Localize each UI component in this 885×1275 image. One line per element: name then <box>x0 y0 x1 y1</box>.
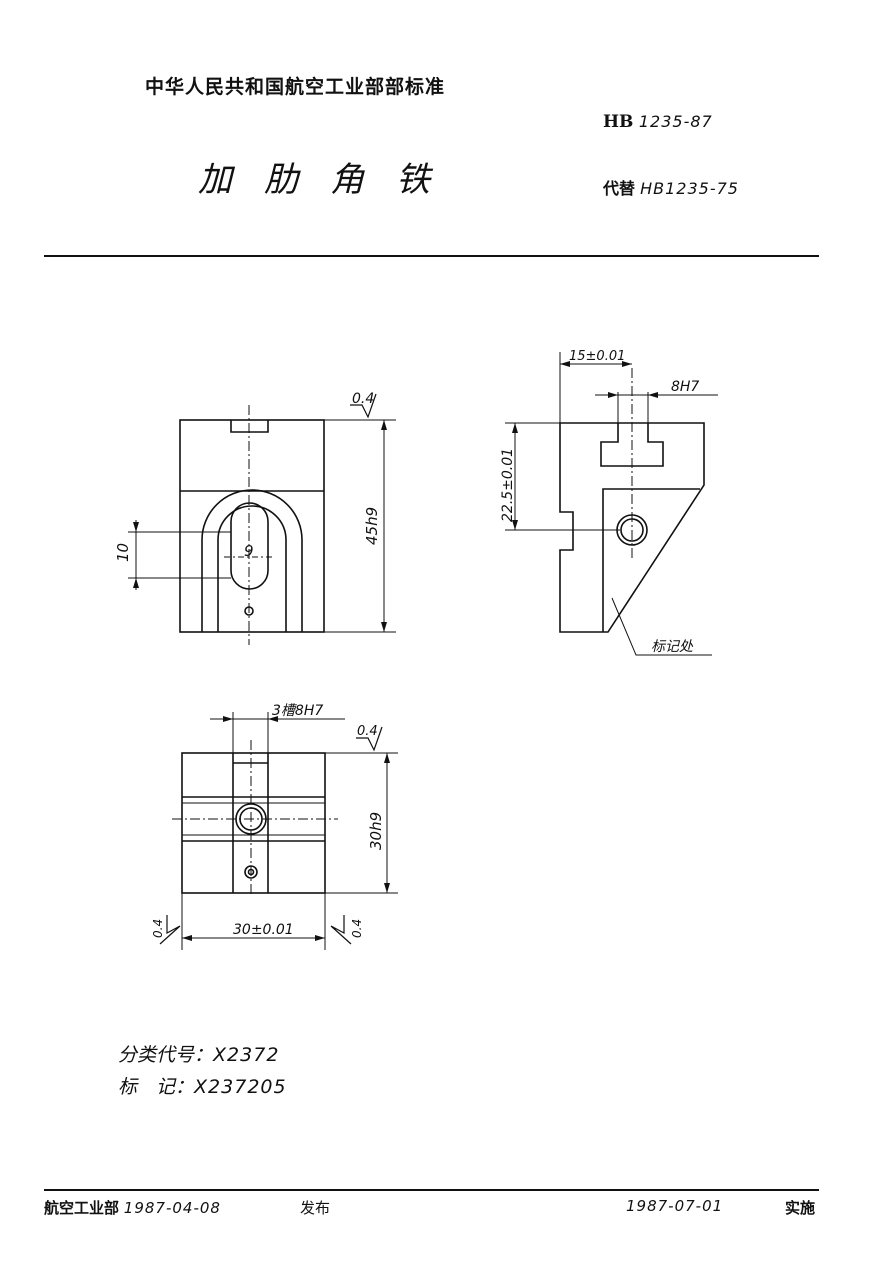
top-height-dim: 30h9 <box>367 812 385 850</box>
header-divider <box>44 255 819 257</box>
replaces-standard: 代替 HB1235-75 <box>603 175 739 199</box>
side-height-dim: 22.5±0.01 <box>500 448 516 522</box>
issue-date: 1987-04-08 <box>123 1199 221 1217</box>
marking-value: X237205 <box>194 1076 287 1098</box>
side-view <box>505 352 718 656</box>
marking-code: 标 记：X237205 <box>118 1076 287 1098</box>
top-roughness-right: 0.4 <box>350 919 364 938</box>
marking-label: 标 记 <box>118 1076 176 1098</box>
front-view <box>128 393 396 645</box>
marking-location-label: 标记处 <box>651 639 694 655</box>
top-view <box>159 712 398 950</box>
top-roughness-left: 0.4 <box>151 919 165 938</box>
document-title: 加肋角铁 <box>198 160 462 200</box>
effective-word: 实施 <box>785 1199 816 1217</box>
effective-date-value: 1987-07-01 <box>626 1197 724 1215</box>
classification-value: X2372 <box>213 1044 280 1066</box>
issue-word: 发布 <box>300 1199 331 1217</box>
effective-date: 1987-07-01 <box>626 1197 723 1215</box>
top-width-dim: 30±0.01 <box>233 922 294 938</box>
front-slot-label: 9 <box>244 542 254 560</box>
replaces-code: HB1235-75 <box>640 179 739 198</box>
footer-divider <box>44 1189 819 1191</box>
front-slot-dim: 10 <box>114 543 132 562</box>
top-roughness: 0.4 <box>357 724 378 739</box>
top-slot-dim: 3槽8H7 <box>272 703 323 719</box>
replaces-label: 代替 <box>603 179 636 198</box>
issue-info: 航空工业部 1987-04-08 <box>44 1197 221 1218</box>
front-roughness: 0.4 <box>352 391 374 407</box>
standard-number: HB 1235-87 <box>603 112 713 132</box>
side-slot-dim: 8H7 <box>671 379 699 395</box>
front-height-dim: 45h9 <box>363 507 381 545</box>
standard-prefix: HB <box>603 112 634 132</box>
side-offset-dim: 15±0.01 <box>569 349 625 364</box>
issuing-organization: 中华人民共和国航空工业部部标准 <box>145 76 446 98</box>
classification-code: 分类代号：X2372 <box>118 1044 280 1066</box>
standard-code: 1235-87 <box>638 112 713 131</box>
classification-label: 分类代号 <box>118 1044 195 1066</box>
issuer: 航空工业部 <box>44 1199 120 1217</box>
